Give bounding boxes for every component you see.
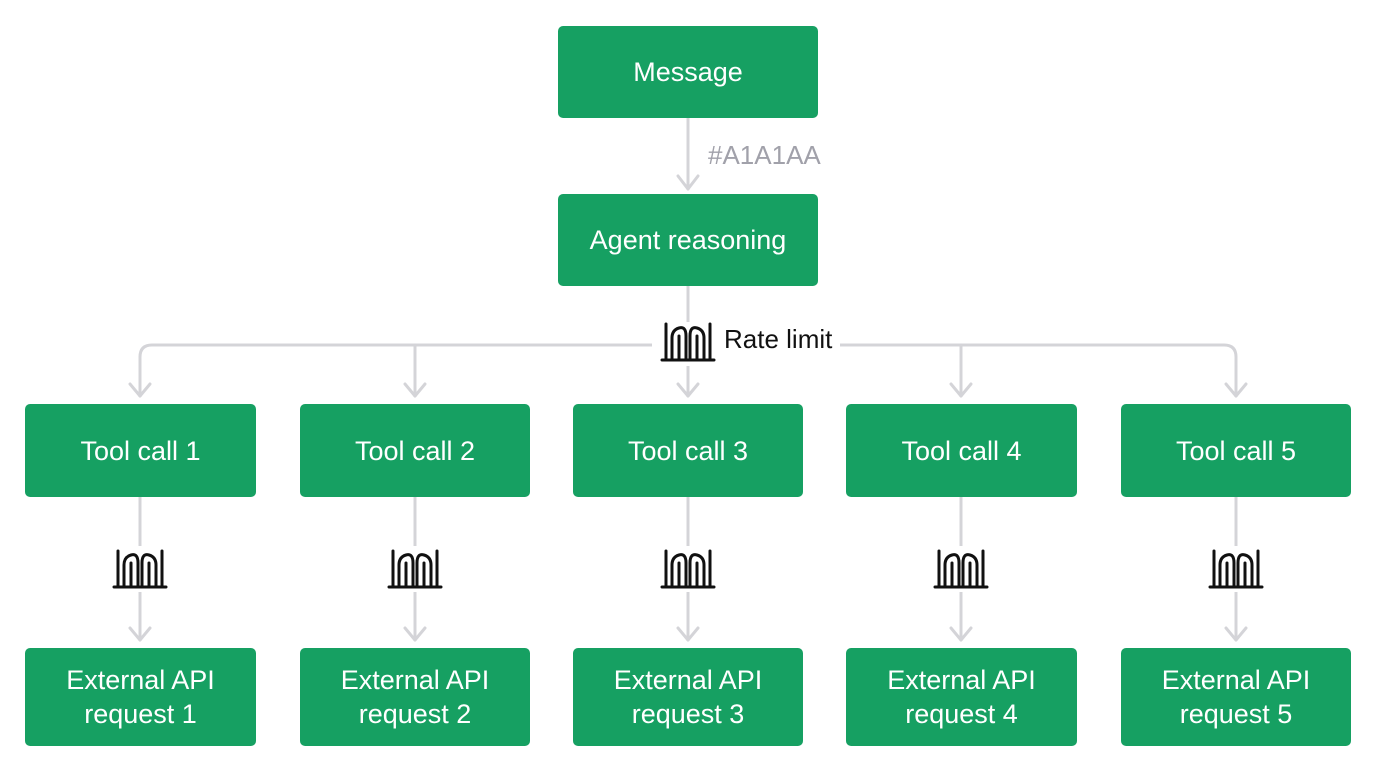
rate-limit-label: Rate limit bbox=[722, 324, 841, 355]
api-label-line-2: request 5 bbox=[1179, 699, 1293, 729]
arrowhead-tool-2 bbox=[403, 382, 427, 398]
arrowhead-api-1 bbox=[128, 626, 152, 642]
api-label-line-2: request 3 bbox=[631, 699, 745, 729]
node-external-api-4: External API request 4 bbox=[846, 648, 1077, 746]
node-tool-call-5: Tool call 5 bbox=[1121, 404, 1351, 497]
node-message: Message bbox=[558, 26, 818, 118]
tool-call-label: Tool call 2 bbox=[354, 435, 476, 466]
node-agent-reasoning-label: Agent reasoning bbox=[589, 225, 787, 255]
api-label-line-1: External API bbox=[340, 665, 490, 695]
node-external-api-3: External API request 3 bbox=[573, 648, 803, 746]
arrowhead-agent bbox=[676, 174, 700, 191]
arrowhead-tool-3 bbox=[676, 382, 700, 398]
arrowhead-api-2 bbox=[403, 626, 427, 642]
api-label-line-1: External API bbox=[613, 665, 763, 695]
tool-call-label: Tool call 3 bbox=[627, 435, 749, 466]
api-label-line-2: request 1 bbox=[84, 699, 197, 729]
node-tool-call-1: Tool call 1 bbox=[25, 404, 256, 497]
arrowhead-api-5 bbox=[1224, 626, 1248, 642]
node-external-api-2: External API request 2 bbox=[300, 648, 530, 746]
arrowhead-tool-5 bbox=[1224, 382, 1248, 398]
api-label-line-1: External API bbox=[66, 665, 215, 695]
node-external-api-1: External API request 1 bbox=[25, 648, 256, 746]
node-tool-call-4: Tool call 4 bbox=[846, 404, 1077, 497]
node-tool-call-3: Tool call 3 bbox=[573, 404, 803, 497]
api-label-line-2: request 2 bbox=[358, 699, 472, 729]
arrowhead-api-3 bbox=[676, 626, 700, 642]
api-label-line-2: request 4 bbox=[905, 699, 1018, 729]
node-tool-call-2: Tool call 2 bbox=[300, 404, 530, 497]
node-external-api-5: External API request 5 bbox=[1121, 648, 1351, 746]
api-label-line-1: External API bbox=[887, 665, 1036, 695]
node-message-label: Message bbox=[633, 57, 743, 87]
node-agent-reasoning: Agent reasoning bbox=[558, 194, 818, 286]
arrowhead-tool-4 bbox=[949, 382, 973, 398]
tool-call-label: Tool call 5 bbox=[1175, 435, 1297, 466]
tool-call-label: Tool call 4 bbox=[901, 435, 1022, 466]
api-label-line-1: External API bbox=[1161, 665, 1311, 695]
arrowhead-api-4 bbox=[949, 626, 973, 642]
arrowhead-tool-1 bbox=[128, 382, 152, 398]
tool-call-label: Tool call 1 bbox=[80, 435, 201, 466]
edge-label: #A1A1AA bbox=[708, 140, 821, 170]
